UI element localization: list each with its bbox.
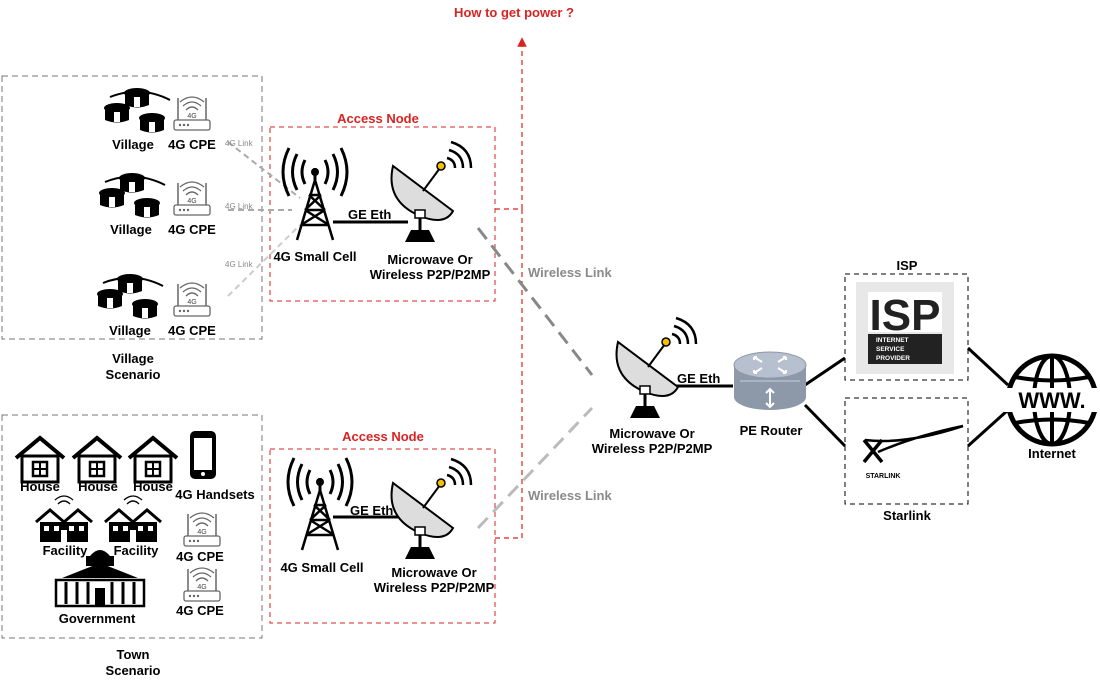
handset-icon [190,431,216,479]
internet-globe-text: WWW. [1018,388,1085,413]
cpe-icon-4 [183,512,221,547]
house-label-3: House [133,479,173,494]
government-label: Government [58,611,136,626]
isp-label: ISP [896,258,918,273]
4g-link-line-3 [227,224,301,297]
microwave-dish-icon-1 [390,140,473,244]
government-icon [54,550,146,608]
village-scenario-label-1: Village [112,351,154,366]
4g-link-label-2: 4G Link [225,202,253,211]
house-icon-2 [71,436,123,484]
wireless-link-line-1 [476,227,594,376]
town-scenario-label-1: Town [116,647,150,662]
handsets-label: 4G Handsets [175,487,255,502]
pe-router-icon [733,351,807,411]
starlink-box [844,397,969,505]
isp-logo-line-3: PROVIDER [876,355,910,362]
4g-link-label-3: 4G Link [225,260,253,269]
village-scenario-label-2: Scenario [105,367,161,382]
isp-logo-text: ISP [870,291,941,340]
house-icon-1 [14,436,66,484]
cell-tower-icon-1 [281,146,349,242]
starlink-logo: STARLINK [862,424,964,480]
cpe-icon-3 [173,282,211,317]
power-question: How to get power ? [454,5,574,20]
access-node-title-2: Access Node [342,429,424,444]
starlink-internet-line [966,408,1010,448]
wireless-link-label-2: Wireless Link [528,488,612,503]
facility-label-1: Facility [42,543,88,558]
4g-link-label-1: 4G Link [225,139,253,148]
router-starlink-line [803,403,847,448]
power-line [495,208,523,539]
cpe-label-2: 4G CPE [168,222,216,237]
access-node-box-1 [269,126,496,302]
pe-router-label: PE Router [739,423,803,438]
internet-globe-icon: WWW. [1004,353,1100,447]
house-label-2: House [78,479,118,494]
cpe-icon-5 [183,567,221,602]
isp-box [844,273,969,381]
cpe-label-5: 4G CPE [176,603,224,618]
cpe-icon-2 [173,181,211,216]
village-scenario-box [1,75,263,340]
facility-label-2: Facility [113,543,159,558]
cpe-label-3: 4G CPE [168,323,216,338]
microwave-label-1a: Microwave Or [387,252,473,267]
isp-logo: ISP INTERNET SERVICE PROVIDER [856,282,954,374]
microwave-dish-icon-agg [615,316,698,420]
microwave-dish-icon-2 [390,457,473,561]
microwave-label-2b: Wireless P2P/P2MP [373,580,495,595]
house-icon-3 [127,436,179,484]
village-icon-3 [97,274,164,319]
agg-microwave-label-b: Wireless P2P/P2MP [591,441,713,456]
town-scenario-label-2: Scenario [105,663,161,678]
microwave-label-2a: Microwave Or [391,565,477,580]
isp-logo-line-1: INTERNET [876,337,909,344]
cell-tower-icon-2 [286,456,354,552]
ge-eth-label-2: GE Eth [350,503,394,518]
house-label-1: House [20,479,60,494]
access-node-title-1: Access Node [337,111,419,126]
starlink-label: Starlink [883,508,931,523]
wireless-link-line-2 [476,406,594,530]
internet-label: Internet [1028,446,1076,461]
isp-logo-line-2: SERVICE [876,346,905,353]
starlink-logo-text: STARLINK [866,473,901,480]
agg-microwave-label-a: Microwave Or [609,426,695,441]
village-label-1: Village [112,137,154,152]
microwave-label-1b: Wireless P2P/P2MP [369,267,491,282]
isp-internet-line [966,346,1010,387]
town-scenario-box [1,414,263,639]
cpe-icon-1 [173,96,211,131]
village-icon-1 [104,88,171,133]
ge-eth-label-agg: GE Eth [677,371,721,386]
facility-icon-2 [103,494,163,544]
ge-eth-label-1: GE Eth [348,207,392,222]
access-node-box-2 [269,448,496,624]
cpe-label-4: 4G CPE [176,549,224,564]
village-label-2: Village [110,222,152,237]
wireless-link-label-1: Wireless Link [528,265,612,280]
small-cell-label-2: 4G Small Cell [280,560,364,575]
cpe-label-1: 4G CPE [168,137,216,152]
small-cell-label-1: 4G Small Cell [273,249,357,264]
village-icon-2 [99,173,166,218]
facility-icon-1 [34,494,94,544]
router-isp-line [804,356,846,387]
4g-link-line-1 [227,141,301,199]
village-label-3: Village [109,323,151,338]
